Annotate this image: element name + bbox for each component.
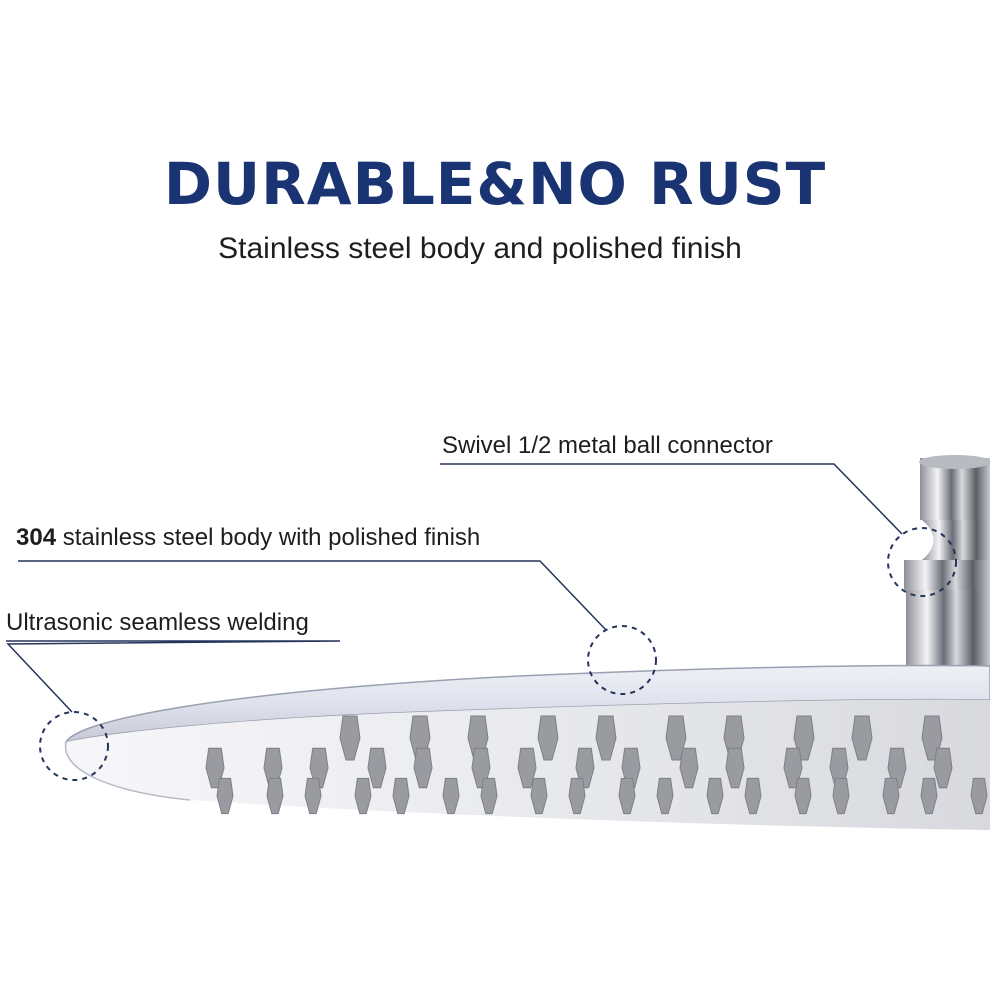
body-text: stainless steel body with polished finis… [62, 524, 481, 551]
welding-label: Ultrasonic seamless welding [6, 609, 309, 636]
callout-circles [39, 527, 957, 781]
nozzle [354, 777, 372, 815]
welding-callout-line [6, 640, 341, 713]
connector-callout-circle [887, 527, 957, 597]
nozzle [517, 747, 537, 789]
nozzle [392, 777, 410, 815]
nozzle [266, 777, 284, 815]
nozzle [882, 777, 900, 815]
nozzle [530, 777, 548, 815]
nozzle [744, 777, 762, 815]
nozzle [920, 777, 938, 815]
nozzle [216, 777, 234, 815]
nozzle [367, 747, 387, 789]
nozzle [304, 777, 322, 815]
nozzle [679, 747, 699, 789]
subheadline: Stainless steel body and polished finish [218, 232, 742, 265]
body-callout-circle [587, 625, 657, 695]
welding-callout-circle [39, 711, 109, 781]
nozzle [851, 715, 873, 761]
nozzle [970, 777, 988, 815]
nozzle [832, 777, 850, 815]
nozzle [568, 777, 586, 815]
nozzle [595, 715, 617, 761]
headline: DURABLE&NO RUST [163, 150, 827, 218]
nozzle [442, 777, 460, 815]
nozzle-group [205, 715, 988, 815]
connector-callout-line [440, 463, 903, 535]
nozzle [413, 747, 433, 789]
body-label: 304 stainless steel body with polished f… [16, 524, 480, 552]
body-callout-line [18, 560, 607, 631]
nozzle [537, 715, 559, 761]
nozzle [725, 747, 745, 789]
nozzle [480, 777, 498, 815]
nozzle [656, 777, 674, 815]
nozzle [933, 747, 953, 789]
ball-connector [904, 455, 990, 672]
callout-lines [6, 463, 903, 713]
nozzle [794, 777, 812, 815]
nozzle [665, 715, 687, 761]
body-grade: 304 [16, 524, 57, 551]
nozzle [339, 715, 361, 761]
nozzle [618, 777, 636, 815]
connector-label: Swivel 1/2 metal ball connector [442, 432, 773, 459]
nozzle [706, 777, 724, 815]
